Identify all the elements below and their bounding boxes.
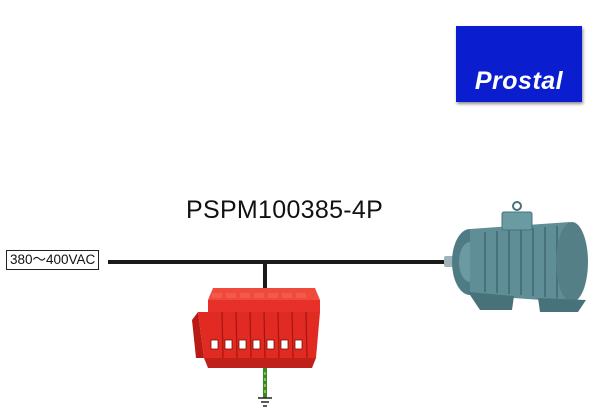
surge-protector-icon (192, 288, 320, 368)
supply-voltage-label: 380～400VAC (6, 250, 100, 270)
electric-motor-icon (444, 201, 588, 312)
brand-logo: Prostal (456, 26, 582, 102)
ground-symbol-icon (258, 397, 272, 407)
brand-logo-text: Prostal (474, 67, 564, 95)
model-label: PSPM100385-4P (186, 196, 384, 224)
